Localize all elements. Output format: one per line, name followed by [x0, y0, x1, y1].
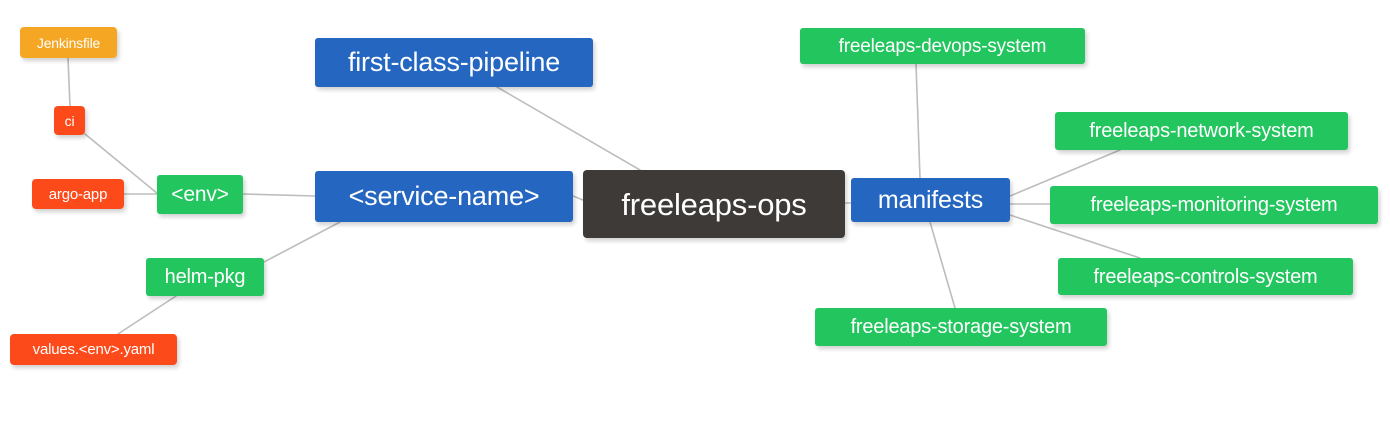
edge-manifests-to-freeleaps-storage-system: [929, 221, 956, 309]
edge-jenkinsfile-to-ci: [67, 57, 71, 107]
node-label: helm-pkg: [164, 266, 246, 288]
node-label: freeleaps-network-system: [1089, 120, 1314, 142]
node-first-class-pipeline[interactable]: first-class-pipeline: [315, 38, 593, 87]
node-label: freeleaps-storage-system: [850, 316, 1072, 338]
node-freeleaps-storage-system[interactable]: freeleaps-storage-system: [815, 308, 1107, 346]
node-label: <env>: [171, 183, 229, 206]
node-label: argo-app: [48, 185, 108, 203]
node-freeleaps-network-system[interactable]: freeleaps-network-system: [1055, 112, 1348, 150]
node-freeleaps-ops[interactable]: freeleaps-ops: [583, 170, 845, 238]
node-jenkinsfile[interactable]: Jenkinsfile: [20, 27, 117, 58]
node-helm-pkg[interactable]: helm-pkg: [146, 258, 264, 296]
node-argo-app[interactable]: argo-app: [32, 179, 124, 209]
node-env[interactable]: <env>: [157, 175, 243, 214]
edge-service-name-to-helm-pkg: [263, 221, 341, 263]
node-freeleaps-monitoring-system[interactable]: freeleaps-monitoring-system: [1050, 186, 1378, 224]
node-ci[interactable]: ci: [54, 106, 85, 135]
node-label: freeleaps-ops: [621, 186, 807, 222]
node-label: freeleaps-controls-system: [1093, 265, 1318, 288]
node-label: first-class-pipeline: [347, 47, 561, 77]
edge-service-name-to-freeleaps-ops: [572, 195, 584, 201]
node-label: <service-name>: [348, 181, 540, 211]
edge-manifests-to-freeleaps-devops-system: [915, 63, 921, 179]
node-freeleaps-controls-system[interactable]: freeleaps-controls-system: [1058, 258, 1353, 295]
node-label: freeleaps-devops-system: [838, 35, 1047, 57]
node-label: ci: [64, 112, 75, 129]
node-label: values.<env>.yaml: [32, 341, 155, 358]
node-label: manifests: [877, 185, 984, 214]
node-service-name[interactable]: <service-name>: [315, 171, 573, 222]
edge-helm-pkg-to-values-yaml: [117, 295, 177, 335]
node-label: freeleaps-monitoring-system: [1090, 194, 1338, 216]
node-label: Jenkinsfile: [36, 34, 101, 51]
node-freeleaps-devops-system[interactable]: freeleaps-devops-system: [800, 28, 1085, 64]
edge-first-class-pipeline-to-freeleaps-ops: [496, 86, 641, 171]
node-manifests[interactable]: manifests: [851, 178, 1010, 222]
node-values-yaml[interactable]: values.<env>.yaml: [10, 334, 177, 365]
edge-env-to-service-name: [242, 193, 316, 197]
